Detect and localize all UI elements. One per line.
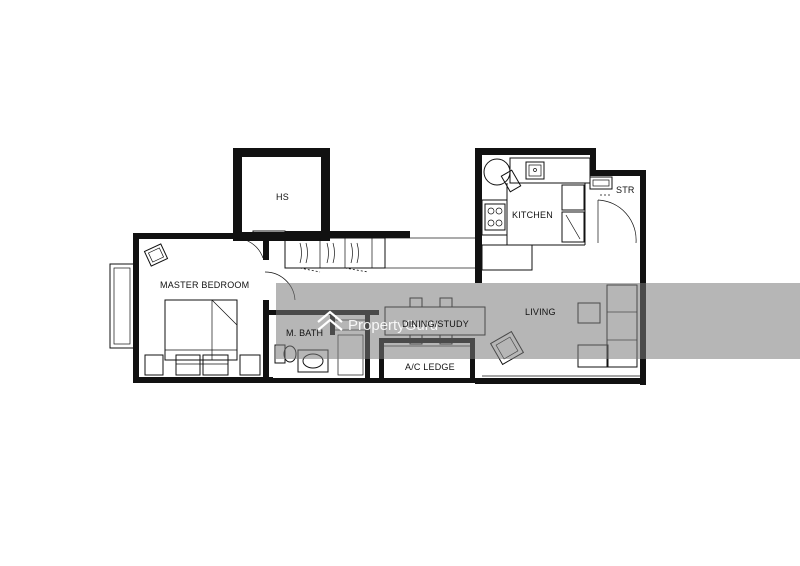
room-label-m-bath: M. BATH <box>286 328 323 338</box>
master-bedroom-walls <box>109 233 273 383</box>
room-label-kitchen: KITCHEN <box>512 210 553 220</box>
living-walls <box>475 268 646 384</box>
bedroom-door-arc <box>232 237 264 259</box>
room-label-master-bedroom: MASTER BEDROOM <box>160 280 249 290</box>
kitchen-walls <box>475 148 646 385</box>
watermark-logo-icon <box>317 310 343 331</box>
store-room <box>589 176 613 190</box>
wardrobe-strip <box>252 230 481 273</box>
household-shelter <box>233 148 330 241</box>
washing-machine-icon <box>483 158 522 193</box>
room-label-living: LIVING <box>525 307 556 317</box>
bedroom-bottom-furniture <box>144 354 261 376</box>
stove-icon <box>484 203 506 231</box>
room-label-dining-study: DINING/STUDY <box>402 319 469 329</box>
armchair-icon <box>143 243 169 267</box>
bed-icon <box>164 299 238 361</box>
fridge-icon <box>561 184 585 243</box>
watermark-text: PropertyGuru <box>348 317 438 334</box>
sink-icon <box>525 161 545 180</box>
watermark: PropertyGuru <box>276 283 800 359</box>
room-label-hs: HS <box>276 192 289 202</box>
room-label-ac-ledge: A/C LEDGE <box>405 362 455 372</box>
kitchen-door-arc <box>597 199 637 244</box>
room-label-str: STR <box>616 185 635 195</box>
